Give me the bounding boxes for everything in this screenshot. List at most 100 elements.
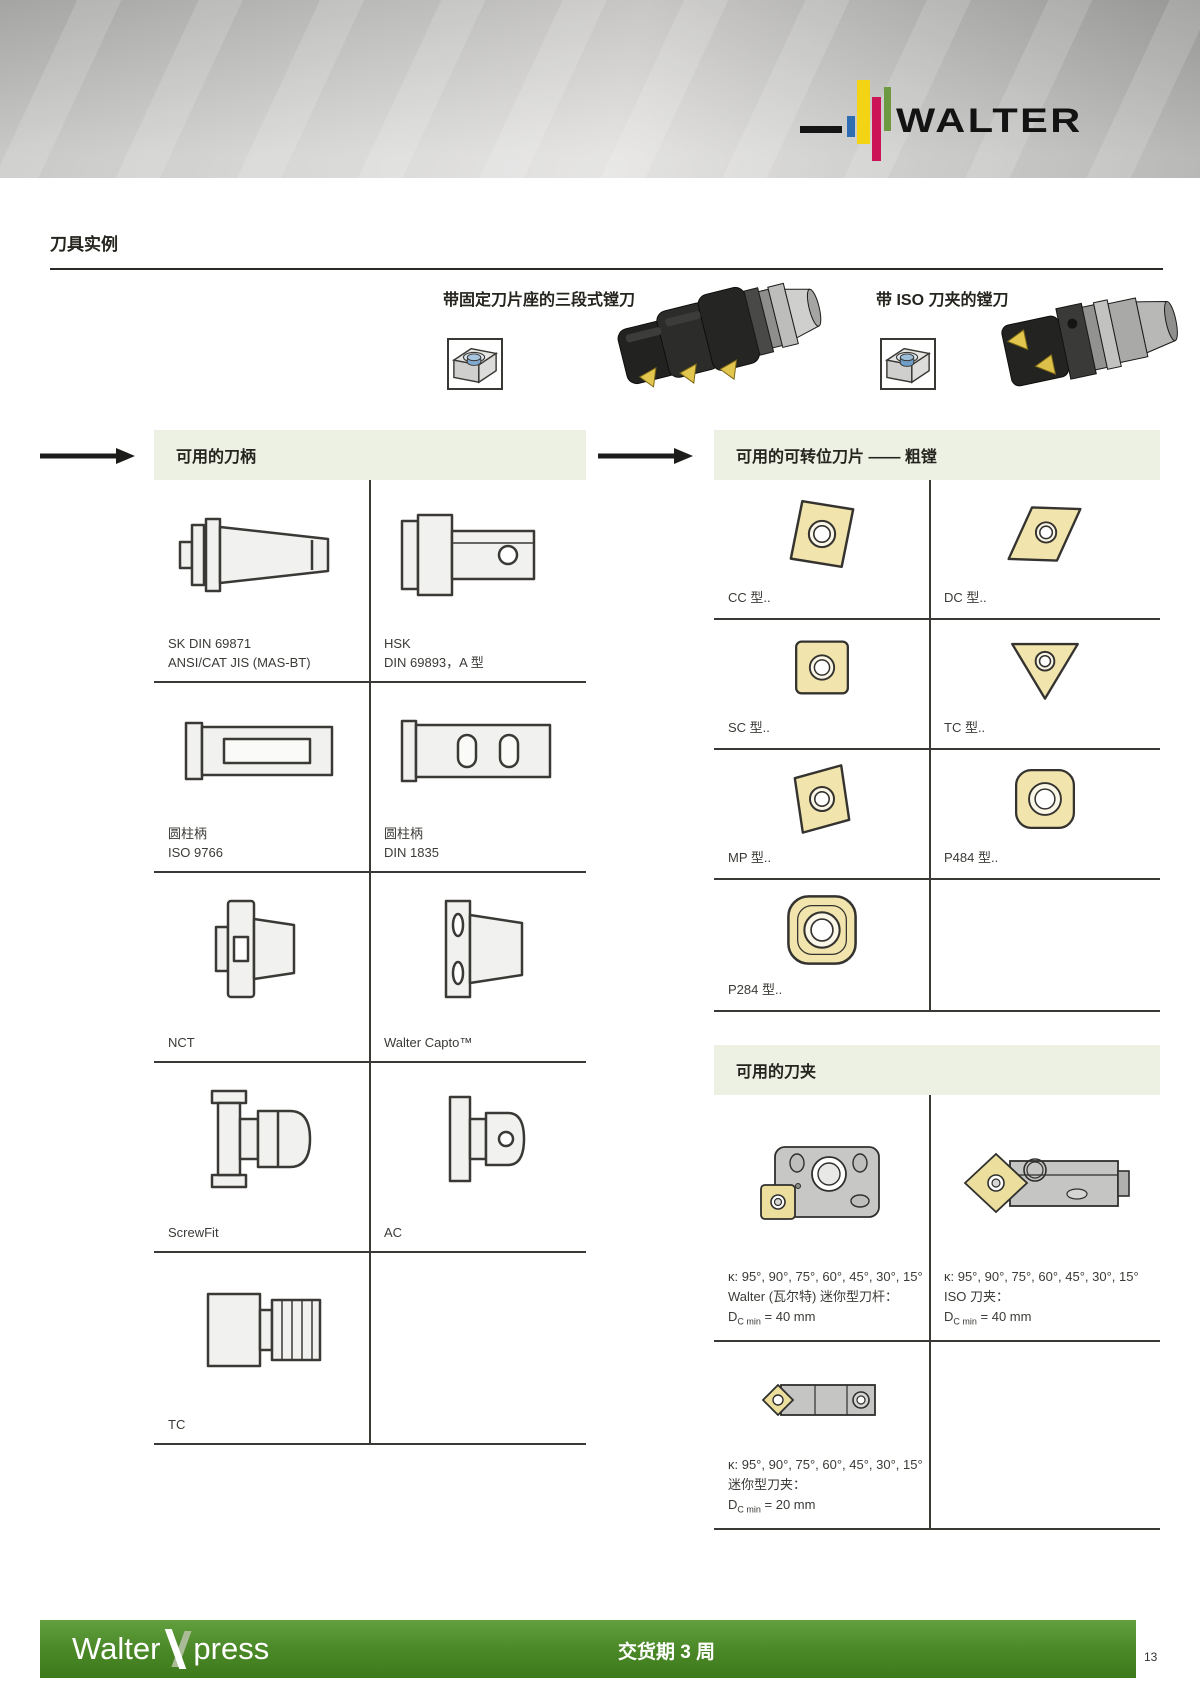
ac-holder-drawing [370,1067,586,1211]
insert-label: DC 型.. [944,590,987,606]
tc-insert-drawing [930,624,1159,714]
adaptor-cell-screwfit: ScrewFit [154,1063,370,1251]
cartridge-cell-mini: κ: 95°, 90°, 75°, 60°, 45°, 30°, 15° 迷你型… [714,1342,930,1528]
insert-cell-sc: SC 型.. [714,620,930,748]
cc-insert-drawing [714,484,930,584]
cylindrical-din-drawing [370,687,586,815]
adaptor-cell-tc: TC [154,1253,370,1443]
cartridge-name: Walter (瓦尔特) 迷你型刀杆： [728,1289,898,1305]
footer-walter-text: Walter [72,1631,161,1666]
cartridge-kappa: κ: 95°, 90°, 75°, 60°, 45°, 30°, 15° [728,1457,923,1473]
adaptor-label: AC [384,1225,403,1241]
adaptors-row-3: NCT Walter Capto™ [154,873,586,1063]
cartridge-label: κ: 95°, 90°, 75°, 60°, 45°, 30°, 15° ISO… [944,1267,1155,1332]
walter-logo-bar-green [884,87,891,131]
dc-insert-drawing [930,484,1159,584]
insert-label: P284 型.. [728,982,783,998]
page-number: 13 [1144,1650,1158,1664]
insert-cell-p484: P484 型.. [930,750,1159,878]
example-right-label: 带 ISO 刀夹的镗刀 [876,292,1009,309]
walter-logo-bar-yellow [857,80,870,144]
mini-cartridge-drawing [714,1346,930,1454]
insert-cell-p284: P284 型.. [714,880,930,1010]
adaptor-cell-ac: AC [370,1063,586,1251]
capto-holder-drawing [370,877,586,1021]
adaptor-label: NCT [168,1035,195,1051]
adaptor-cell-empty [370,1253,586,1443]
inserts-grid-divider [929,480,931,1012]
adaptors-row-4: ScrewFit AC [154,1063,586,1253]
hsk-holder-drawing [370,484,586,625]
nct-holder-drawing [154,877,370,1021]
cartridge-cell-iso: κ: 95°, 90°, 75°, 60°, 45°, 30°, 15° ISO… [930,1095,1159,1340]
cartridges-grid-divider [929,1095,931,1530]
adaptor-cell-nct: NCT [154,873,370,1061]
insert-label: TC 型.. [944,720,986,736]
xpress-x-icon [165,1629,192,1669]
cylindrical-iso-drawing [154,687,370,815]
adaptors-grid-divider [369,480,371,1445]
cartridges-header-label: 可用的刀夹 [736,1064,817,1081]
sk-holder-drawing [154,484,370,625]
adaptors-section-header: 可用的刀柄 [154,430,586,480]
walter-wordmark: WALTER [896,102,1083,140]
inserts-header-label: 可用的可转位刀片 —— 粗镗 [736,449,937,466]
insert-cell-dc: DC 型.. [930,480,1159,618]
insert-label: CC 型.. [728,590,771,606]
cartridge-name: ISO 刀夹： [944,1289,1010,1305]
p284-insert-drawing [714,884,930,976]
cartridges-row-1: κ: 95°, 90°, 75°, 60°, 45°, 30°, 15° Wal… [714,1095,1160,1342]
iso-cartridge-drawing [930,1099,1159,1266]
sc-insert-drawing [714,624,930,714]
cartridge-dcmin: DC min = 40 mm [728,1309,816,1327]
mp-insert-drawing [714,754,930,844]
example-left-label: 带固定刀片座的三段式镗刀 [443,292,636,309]
cartridge-cell-walter-mini: κ: 95°, 90°, 75°, 60°, 45°, 30°, 15° Wal… [714,1095,930,1340]
p484-insert-drawing [930,754,1159,844]
tc-holder-drawing [154,1257,370,1403]
arrow-to-adaptors-icon [40,448,135,464]
cartridge-kappa: κ: 95°, 90°, 75°, 60°, 45°, 30°, 15° [944,1269,1139,1285]
adaptor-label: TC [168,1417,186,1433]
arrow-to-inserts-icon [598,448,693,464]
walter-logo-bar-magenta [872,97,881,161]
adaptor-label: ScrewFit [168,1225,219,1241]
inserts-row-1: CC 型.. DC 型.. [714,480,1160,620]
footer-xpress-text: press [193,1631,270,1666]
cartridge-label: κ: 95°, 90°, 75°, 60°, 45°, 30°, 15° Wal… [728,1267,926,1332]
inserts-grid: CC 型.. DC 型.. [714,480,1160,1012]
adaptors-row-5: TC [154,1253,586,1445]
insert-label: SC 型.. [728,720,770,736]
delivery-time-label: 交货期 3 周 [618,1642,716,1663]
walter-xpress-logo: Walter press [72,1629,270,1669]
insert-cell-cc: CC 型.. [714,480,930,618]
cartridge-dcmin: DC min = 20 mm [728,1497,816,1515]
cartridge-dcmin: DC min = 40 mm [944,1309,1032,1327]
cartridge-cell-empty [930,1342,1159,1528]
adaptors-header-label: 可用的刀柄 [176,449,257,466]
insert-label: P484 型.. [944,850,999,866]
inserts-section-header: 可用的可转位刀片 —— 粗镗 [714,430,1160,480]
walter-mini-cartridge-drawing [714,1099,930,1266]
insert-label: MP 型.. [728,850,772,866]
adaptor-cell-capto: Walter Capto™ [370,873,586,1061]
inserts-row-4: P284 型.. [714,880,1160,1012]
footer-bar: Walter press 交货期 3 周 [40,1620,1136,1678]
screwfit-holder-drawing [154,1067,370,1211]
page-title: 刀具实例 [50,235,118,254]
cartridge-label: κ: 95°, 90°, 75°, 60°, 45°, 30°, 15° 迷你型… [728,1455,926,1520]
inserts-row-3: MP 型.. P484 型.. [714,750,1160,880]
boring-tool-photo-right [998,256,1183,394]
bore-icon [880,338,936,390]
inserts-row-2: SC 型.. TC 型.. [714,620,1160,750]
adaptor-label: Walter Capto™ [384,1035,473,1051]
counterbore-icon [447,338,503,390]
cartridges-grid: κ: 95°, 90°, 75°, 60°, 45°, 30°, 15° Wal… [714,1095,1160,1530]
